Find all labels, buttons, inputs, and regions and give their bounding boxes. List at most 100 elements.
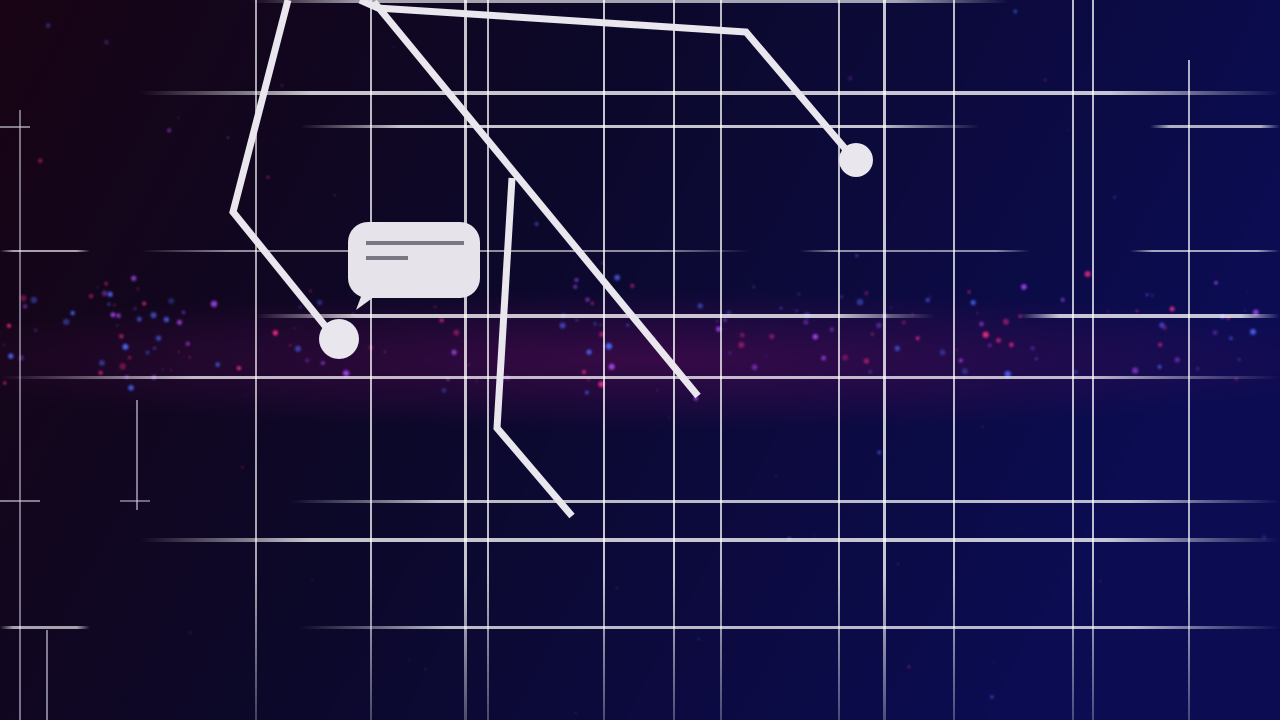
particle — [1158, 342, 1162, 347]
particle — [177, 116, 180, 119]
particle — [104, 40, 109, 45]
circuit-node-icon — [319, 319, 359, 359]
particle — [142, 301, 146, 306]
particle — [565, 9, 567, 11]
particle — [107, 302, 111, 306]
particle — [925, 298, 930, 302]
grid-line-vertical — [1188, 60, 1190, 720]
particle — [812, 334, 818, 340]
particle — [1030, 346, 1035, 351]
particle — [156, 335, 162, 341]
grid-line-vertical — [464, 0, 467, 720]
particle — [590, 301, 594, 305]
particle — [876, 322, 882, 328]
particle — [1212, 330, 1218, 335]
particle — [383, 350, 387, 353]
particle — [1073, 370, 1078, 374]
particle — [848, 76, 853, 81]
particle — [574, 712, 577, 714]
grid-line-vertical — [673, 0, 675, 720]
grid-line-vertical — [46, 630, 48, 720]
grid-line-horizontal — [0, 626, 90, 629]
particle — [293, 327, 296, 330]
particle — [309, 289, 312, 293]
particle — [630, 283, 635, 288]
particle — [210, 300, 218, 308]
particle — [1044, 78, 1047, 81]
particle — [1243, 309, 1246, 312]
particle — [775, 474, 777, 477]
particle — [988, 343, 992, 348]
particle — [1013, 9, 1018, 14]
particle — [110, 312, 116, 318]
particle — [128, 385, 134, 391]
grid-line-horizontal — [250, 0, 1010, 3]
particle — [982, 331, 989, 338]
particle — [574, 278, 579, 282]
particle — [751, 364, 758, 371]
particle — [1021, 284, 1027, 290]
chat-bubble-icon — [348, 222, 480, 310]
particle — [738, 341, 745, 348]
particle — [723, 318, 727, 322]
particle — [803, 319, 809, 325]
particle — [23, 304, 28, 309]
particle — [98, 370, 103, 375]
particle — [821, 355, 826, 361]
particle — [582, 370, 586, 374]
particle — [45, 23, 51, 28]
particle — [188, 356, 191, 359]
particle-band-glow — [0, 290, 1280, 430]
grid-line-horizontal — [1130, 250, 1280, 252]
particle — [1157, 365, 1162, 369]
grid-line-horizontal — [255, 314, 935, 318]
particle — [939, 349, 946, 356]
particle — [1151, 294, 1154, 297]
particle — [990, 695, 994, 699]
particle — [864, 291, 869, 296]
particle — [408, 658, 411, 661]
particle — [559, 322, 566, 329]
grid-line-vertical — [1092, 0, 1094, 720]
particle — [317, 300, 323, 305]
grid-line-horizontal — [300, 626, 1280, 629]
particle — [614, 274, 620, 281]
particle — [1066, 129, 1069, 132]
grid-line-horizontal — [0, 126, 30, 128]
particle — [856, 298, 864, 306]
particle — [587, 378, 590, 381]
particle — [890, 306, 893, 309]
particle — [585, 297, 590, 302]
particle — [178, 350, 180, 353]
particle — [8, 353, 14, 359]
particle — [728, 351, 732, 355]
particle — [593, 322, 597, 326]
particle — [122, 343, 129, 350]
grid-line-vertical — [1072, 0, 1074, 720]
particle — [451, 349, 457, 355]
particle — [981, 426, 984, 428]
particle — [814, 535, 816, 537]
particle — [626, 323, 630, 327]
particle — [962, 368, 968, 375]
particle — [272, 330, 278, 336]
particle — [1132, 367, 1139, 374]
particle — [7, 323, 11, 328]
circuit-trace-branch — [493, 177, 575, 519]
particle — [842, 354, 848, 361]
particle — [321, 361, 325, 365]
particle — [868, 370, 872, 374]
grid-line-horizontal — [0, 376, 1280, 379]
particle — [740, 332, 745, 338]
particle — [1116, 305, 1118, 307]
particle — [393, 46, 396, 49]
particle — [955, 348, 958, 351]
particle — [104, 282, 108, 286]
particle — [2, 344, 6, 347]
particle — [162, 368, 164, 371]
particle — [779, 307, 783, 310]
particle — [305, 358, 310, 363]
particle — [1146, 293, 1149, 296]
particle — [96, 286, 99, 289]
